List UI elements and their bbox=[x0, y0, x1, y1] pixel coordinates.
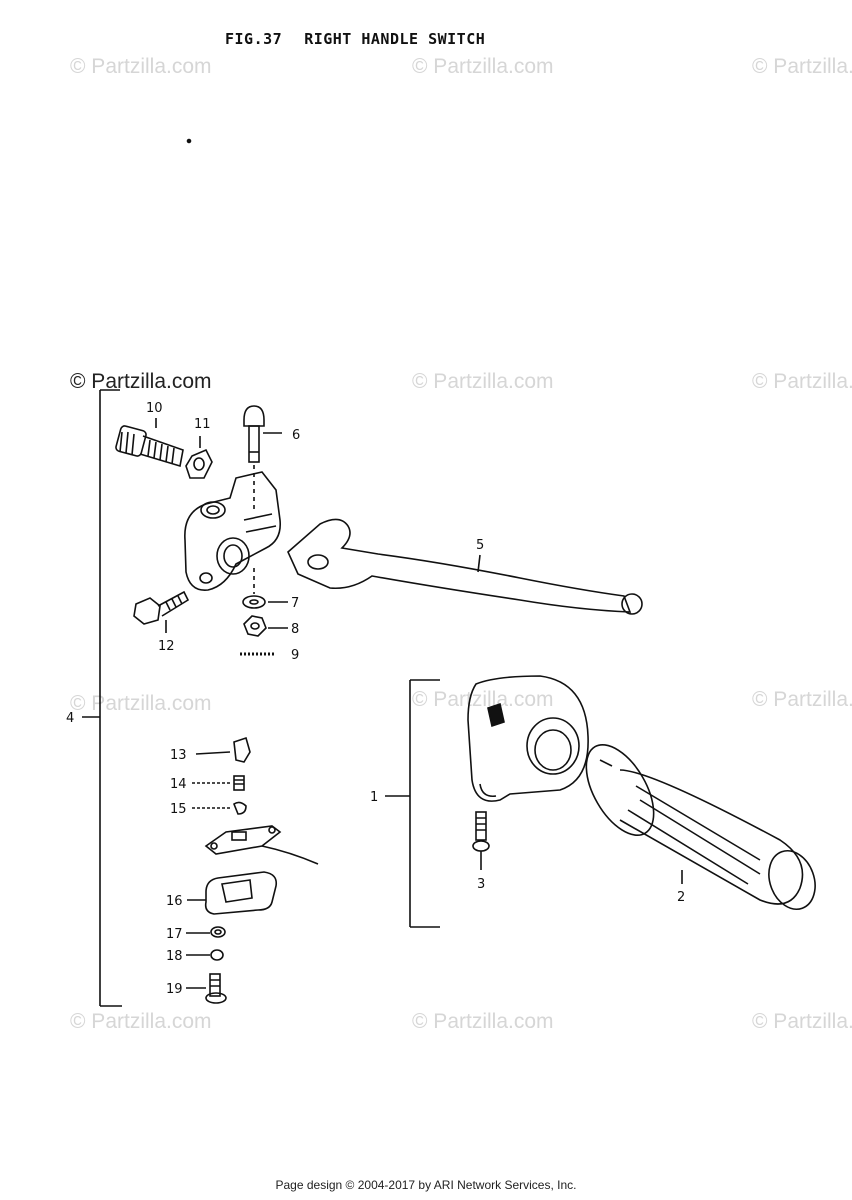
part-13-switch-knob bbox=[233, 736, 251, 763]
part-7-washer bbox=[242, 595, 266, 609]
watermark: © Partzilla.com bbox=[752, 55, 852, 78]
part-18-nut bbox=[210, 949, 224, 961]
part-15-ball bbox=[233, 801, 247, 815]
callout-7: 7 bbox=[291, 596, 299, 611]
callout-13: 13 bbox=[170, 748, 187, 763]
figure-title: FIG.37 RIGHT HANDLE SWITCH bbox=[225, 30, 507, 48]
part-11-nut bbox=[185, 448, 213, 479]
callout-16: 16 bbox=[166, 894, 183, 909]
watermark: © Partzilla.com bbox=[412, 370, 554, 393]
watermark: © Partzilla.com bbox=[752, 688, 852, 711]
callout-6: 6 bbox=[292, 428, 300, 443]
callout-18: 18 bbox=[166, 949, 183, 964]
callout-5: 5 bbox=[476, 538, 484, 553]
bracket-4 bbox=[82, 389, 122, 1007]
callout-19: 19 bbox=[166, 982, 183, 997]
part-14-spring bbox=[233, 775, 245, 791]
figure-number: FIG.37 bbox=[225, 30, 283, 48]
part-16-housing bbox=[204, 871, 278, 915]
watermark: © Partzilla.com bbox=[752, 1010, 852, 1033]
watermark: © Partzilla.com bbox=[412, 688, 554, 711]
watermark: © Partzilla.com bbox=[70, 692, 212, 715]
part-5-lever bbox=[287, 518, 643, 615]
figure-name: RIGHT HANDLE SWITCH bbox=[304, 30, 486, 48]
callout-10: 10 bbox=[146, 401, 163, 416]
watermark: © Partzilla.com bbox=[412, 55, 554, 78]
switch-base-plate bbox=[204, 825, 319, 865]
part-1-switch-housing bbox=[467, 675, 589, 802]
watermark: © Partzilla.com bbox=[412, 1010, 554, 1033]
callout-3: 3 bbox=[477, 877, 485, 892]
part-19-screw bbox=[205, 973, 227, 1004]
part-3-screw bbox=[472, 811, 490, 852]
callout-8: 8 bbox=[291, 622, 299, 637]
callout-17: 17 bbox=[166, 927, 183, 942]
callout-1: 1 bbox=[370, 790, 378, 805]
part-2-grip bbox=[585, 743, 816, 910]
callout-14: 14 bbox=[170, 777, 187, 792]
bracket-1 bbox=[385, 679, 440, 928]
watermark: © Partzilla.com bbox=[70, 370, 212, 393]
lever-holder bbox=[184, 471, 282, 591]
callout-12: 12 bbox=[158, 639, 175, 654]
callout-11: 11 bbox=[194, 417, 211, 432]
callout-4: 4 bbox=[66, 711, 74, 726]
stray-dot bbox=[186, 138, 192, 144]
part-6-pin bbox=[243, 405, 265, 510]
part-8-nut bbox=[243, 615, 267, 637]
callout-2: 2 bbox=[677, 890, 685, 905]
watermark: © Partzilla.com bbox=[752, 370, 852, 393]
part-17-washer bbox=[210, 926, 226, 938]
watermark: © Partzilla.com bbox=[70, 1010, 212, 1033]
callout-15: 15 bbox=[170, 802, 187, 817]
part-12-bolt bbox=[133, 590, 190, 625]
watermark: © Partzilla.com bbox=[70, 55, 212, 78]
page-footer: Page design © 2004-2017 by ARI Network S… bbox=[275, 1178, 577, 1192]
part-10-bolt bbox=[115, 425, 184, 468]
callout-9: 9 bbox=[291, 648, 299, 663]
